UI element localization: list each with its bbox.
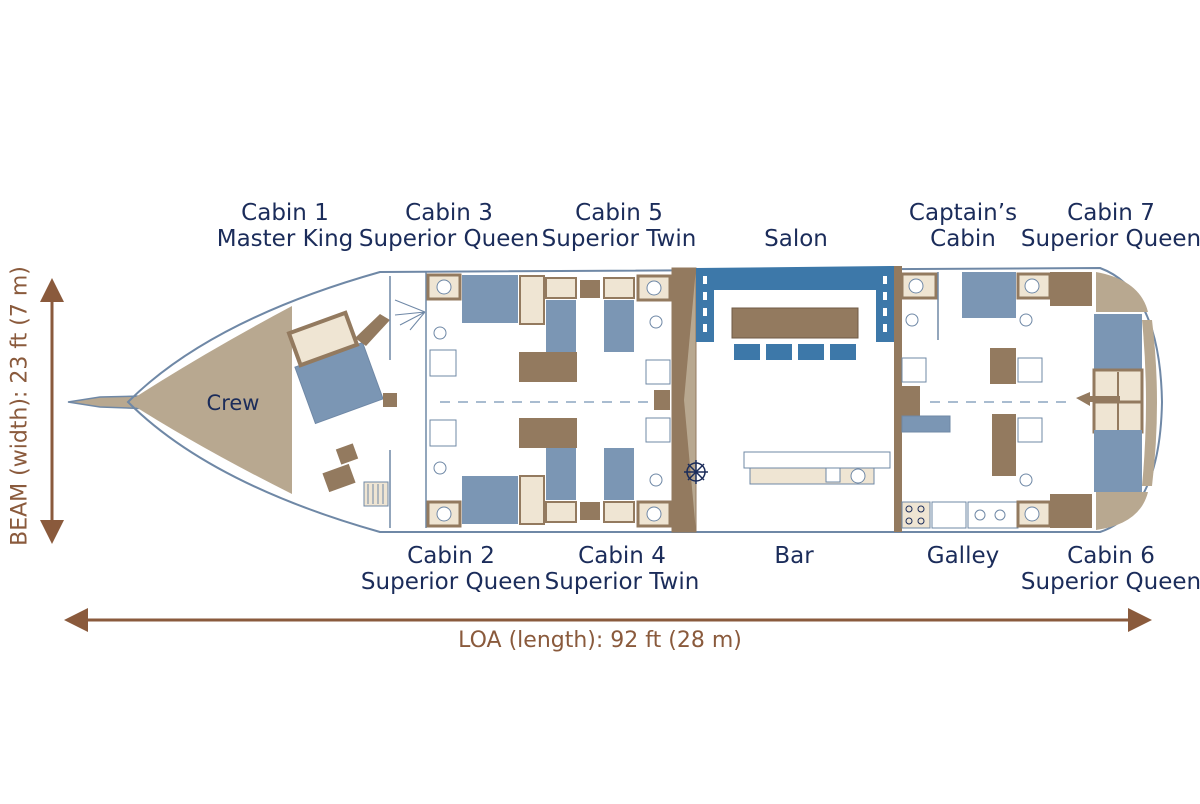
label-bar: Bar [774, 543, 814, 569]
stern-top [1096, 272, 1148, 312]
crew-area [128, 306, 292, 494]
helm-wheel-icon [684, 460, 708, 484]
stern-bottom [1096, 492, 1148, 530]
cabin7-bed [1094, 314, 1142, 376]
cabin5-bed-1 [546, 300, 576, 352]
cabin1-sofa [286, 310, 360, 368]
captain-bed [962, 272, 1016, 318]
crew-seat-2 [322, 463, 356, 493]
salon-table [731, 307, 859, 339]
hull-outline [126, 266, 1164, 533]
cabin6-bed [1094, 430, 1142, 492]
cabin4-bed-2 [604, 448, 634, 500]
salon-seating [696, 266, 894, 342]
cabin3-wardrobe [519, 275, 545, 325]
cabin2-wardrobe [519, 475, 545, 525]
cabin5-bed-2 [604, 300, 634, 352]
cabin6-cabinet [1050, 494, 1092, 528]
bar-counter [743, 451, 891, 469]
stern-arrow-icon [1076, 392, 1120, 406]
label-crew: Crew [206, 391, 260, 415]
cabin3-bed [462, 275, 518, 323]
aft-bulkhead [894, 266, 902, 532]
label-galley: Galley [926, 543, 1000, 569]
cabin1-stool [383, 393, 397, 407]
cabin1-shelf [355, 314, 390, 346]
cabin4-bed-1 [546, 448, 576, 500]
cabin2-bed [462, 476, 518, 524]
cabin7-cabinet [1050, 272, 1092, 306]
galley-counter [901, 415, 951, 433]
crew-seat-1 [335, 443, 359, 465]
label-loa: LOA (length): 92 ft (28 m) [458, 628, 742, 653]
stern-back [1142, 320, 1157, 486]
label-beam: BEAM (width): 23 ft (7 m) [7, 266, 33, 546]
label-salon: Salon [764, 226, 828, 252]
